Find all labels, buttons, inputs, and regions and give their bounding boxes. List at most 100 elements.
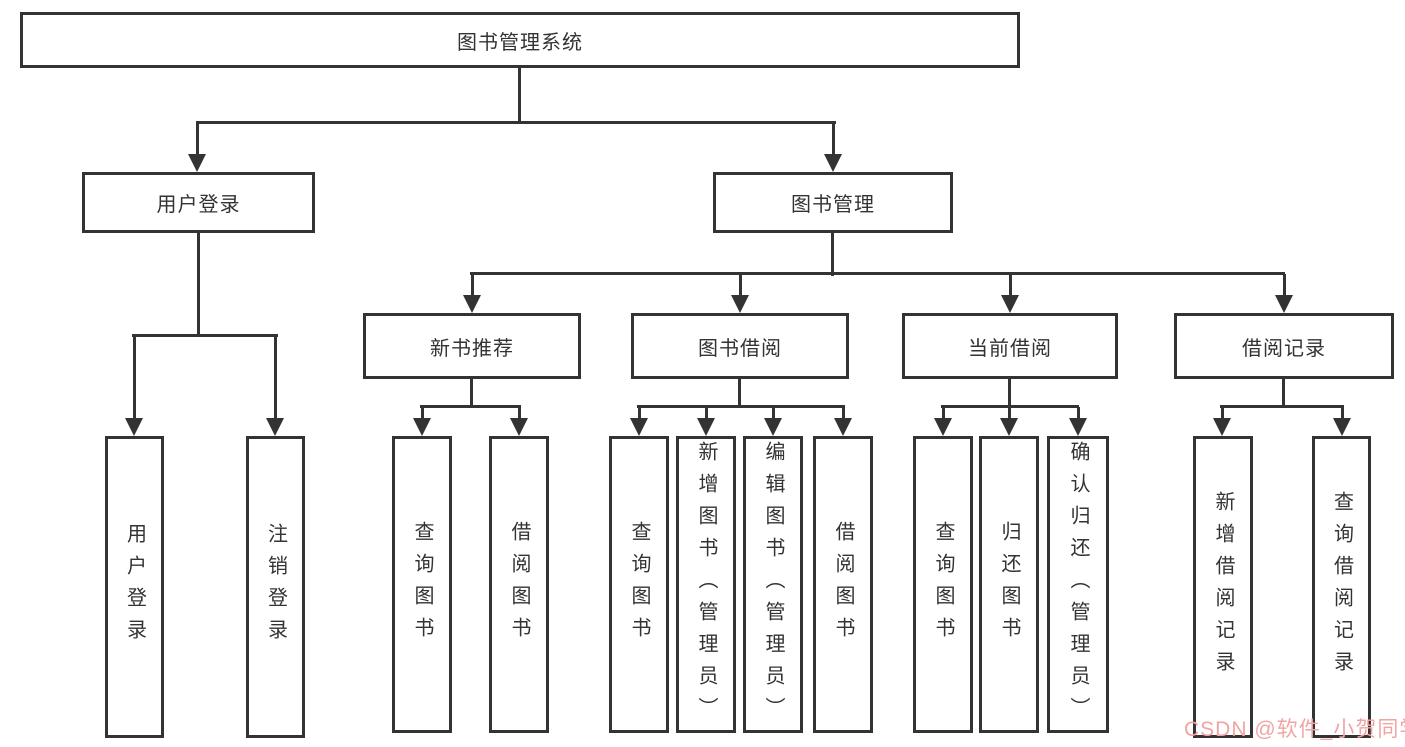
- arrow-down-icon: [266, 336, 284, 436]
- arrow-down-icon: [510, 407, 528, 436]
- leaf-confirm-return-admin: 确认归还（管理员）: [1047, 436, 1109, 733]
- arrow-down-icon: [188, 123, 206, 172]
- arrow-down-icon: [697, 407, 715, 436]
- arrow-head: [188, 154, 206, 172]
- arrow-shaft: [1008, 274, 1012, 304]
- leaf-query-books-current: 查询图书: [913, 436, 973, 733]
- arrow-head: [1213, 418, 1231, 436]
- arrow-head: [510, 418, 528, 436]
- arrow-down-icon: [630, 407, 648, 436]
- node-label: 查询图书: [411, 520, 433, 649]
- node-label: 新增图书（管理员）: [695, 440, 717, 729]
- arrow-down-icon: [1333, 407, 1351, 436]
- arrow-shaft: [704, 407, 708, 427]
- arrow-shaft: [738, 274, 742, 304]
- arrow-down-icon: [1213, 407, 1231, 436]
- arrow-down-icon: [764, 407, 782, 436]
- leaf-edit-book-admin: 编辑图书（管理员）: [743, 436, 803, 733]
- node-label: 查询图书: [932, 520, 954, 649]
- leaf-add-book-admin: 新增图书（管理员）: [676, 436, 736, 733]
- arrow-shaft: [1340, 407, 1344, 427]
- leaf-borrow-books-recommend: 借阅图书: [489, 436, 549, 733]
- csdn-watermark: CSDN @软件_小贺同学: [1184, 718, 1405, 741]
- connector-borrow-records-stub: [1282, 377, 1285, 408]
- arrow-head: [1069, 418, 1087, 436]
- leaf-logout: 注销登录: [246, 436, 305, 738]
- node-user-login: 用户登录: [82, 172, 315, 233]
- arrow-head: [413, 418, 431, 436]
- connector-level1: [196, 121, 836, 124]
- node-label: 图书管理系统: [457, 31, 583, 54]
- connector-current-borrow-stub: [1008, 377, 1011, 408]
- node-label: 编辑图书（管理员）: [762, 440, 784, 729]
- node-label: 借阅记录: [1242, 337, 1326, 360]
- node-label: 注销登录: [264, 523, 287, 651]
- connector-user-login: [132, 334, 278, 337]
- leaf-user-login: 用户登录: [105, 436, 164, 738]
- node-label: 查询图书: [628, 520, 650, 649]
- connector-current-borrow: [941, 405, 1079, 408]
- connector-book-mgmt-stub: [831, 231, 834, 276]
- node-label: 确认归还（管理员）: [1067, 440, 1089, 729]
- arrow-head: [824, 154, 842, 172]
- arrow-head: [1000, 418, 1018, 436]
- node-label: 新书推荐: [430, 337, 514, 360]
- leaf-query-books-borrow: 查询图书: [609, 436, 669, 733]
- connector-new-books-stub: [470, 377, 473, 408]
- arrow-head: [1001, 295, 1019, 313]
- node-label: 借阅图书: [832, 520, 854, 649]
- node-book-management: 图书管理: [713, 172, 953, 233]
- arrow-down-icon: [1001, 274, 1019, 313]
- node-label: 用户登录: [123, 523, 146, 651]
- connector-root-stub: [518, 66, 521, 123]
- arrow-down-icon: [125, 336, 143, 436]
- leaf-query-books-recommend: 查询图书: [392, 436, 452, 733]
- connector-book-borrow-stub: [738, 377, 741, 408]
- arrow-down-icon: [834, 407, 852, 436]
- connector-user-login-stub: [197, 231, 200, 337]
- node-label: 当前借阅: [968, 337, 1052, 360]
- arrow-down-icon: [731, 274, 749, 313]
- arrow-shaft: [420, 407, 424, 427]
- arrow-head: [764, 418, 782, 436]
- leaf-return-book: 归还图书: [979, 436, 1039, 733]
- arrow-down-icon: [413, 407, 431, 436]
- arrow-shaft: [1220, 407, 1224, 427]
- arrow-down-icon: [824, 123, 842, 172]
- leaf-borrow-books: 借阅图书: [813, 436, 873, 733]
- node-label: 图书借阅: [698, 337, 782, 360]
- arrow-shaft: [831, 123, 835, 163]
- connector-new-books: [420, 405, 521, 408]
- node-current-borrow: 当前借阅: [902, 313, 1118, 379]
- node-label: 用户登录: [156, 194, 241, 216]
- connector-book-borrow: [637, 405, 845, 408]
- node-label: 查询借阅记录: [1330, 491, 1353, 683]
- arrow-head: [630, 418, 648, 436]
- arrow-head: [697, 418, 715, 436]
- arrow-shaft: [517, 407, 521, 427]
- arrow-head: [934, 418, 952, 436]
- arrow-down-icon: [463, 274, 481, 313]
- node-book-borrow: 图书借阅: [631, 313, 849, 379]
- arrow-shaft: [273, 336, 277, 427]
- node-borrow-records: 借阅记录: [1174, 313, 1394, 379]
- arrow-shaft: [1282, 274, 1286, 304]
- arrow-head: [1275, 295, 1293, 313]
- arrow-shaft: [941, 407, 945, 427]
- arrow-head: [266, 418, 284, 436]
- arrow-shaft: [771, 407, 775, 427]
- node-label: 图书管理: [791, 194, 875, 216]
- arrow-head: [731, 295, 749, 313]
- arrow-shaft: [637, 407, 641, 427]
- node-new-book-recommend: 新书推荐: [363, 313, 581, 379]
- arrow-head: [125, 418, 143, 436]
- connector-borrow-records: [1220, 405, 1344, 408]
- leaf-add-borrow-record: 新增借阅记录: [1193, 436, 1253, 738]
- leaf-query-borrow-record: 查询借阅记录: [1312, 436, 1371, 738]
- node-library-system: 图书管理系统: [20, 12, 1020, 68]
- arrow-shaft: [841, 407, 845, 427]
- arrow-head: [463, 295, 481, 313]
- node-label: 新增借阅记录: [1212, 491, 1234, 683]
- arrow-shaft: [195, 123, 199, 163]
